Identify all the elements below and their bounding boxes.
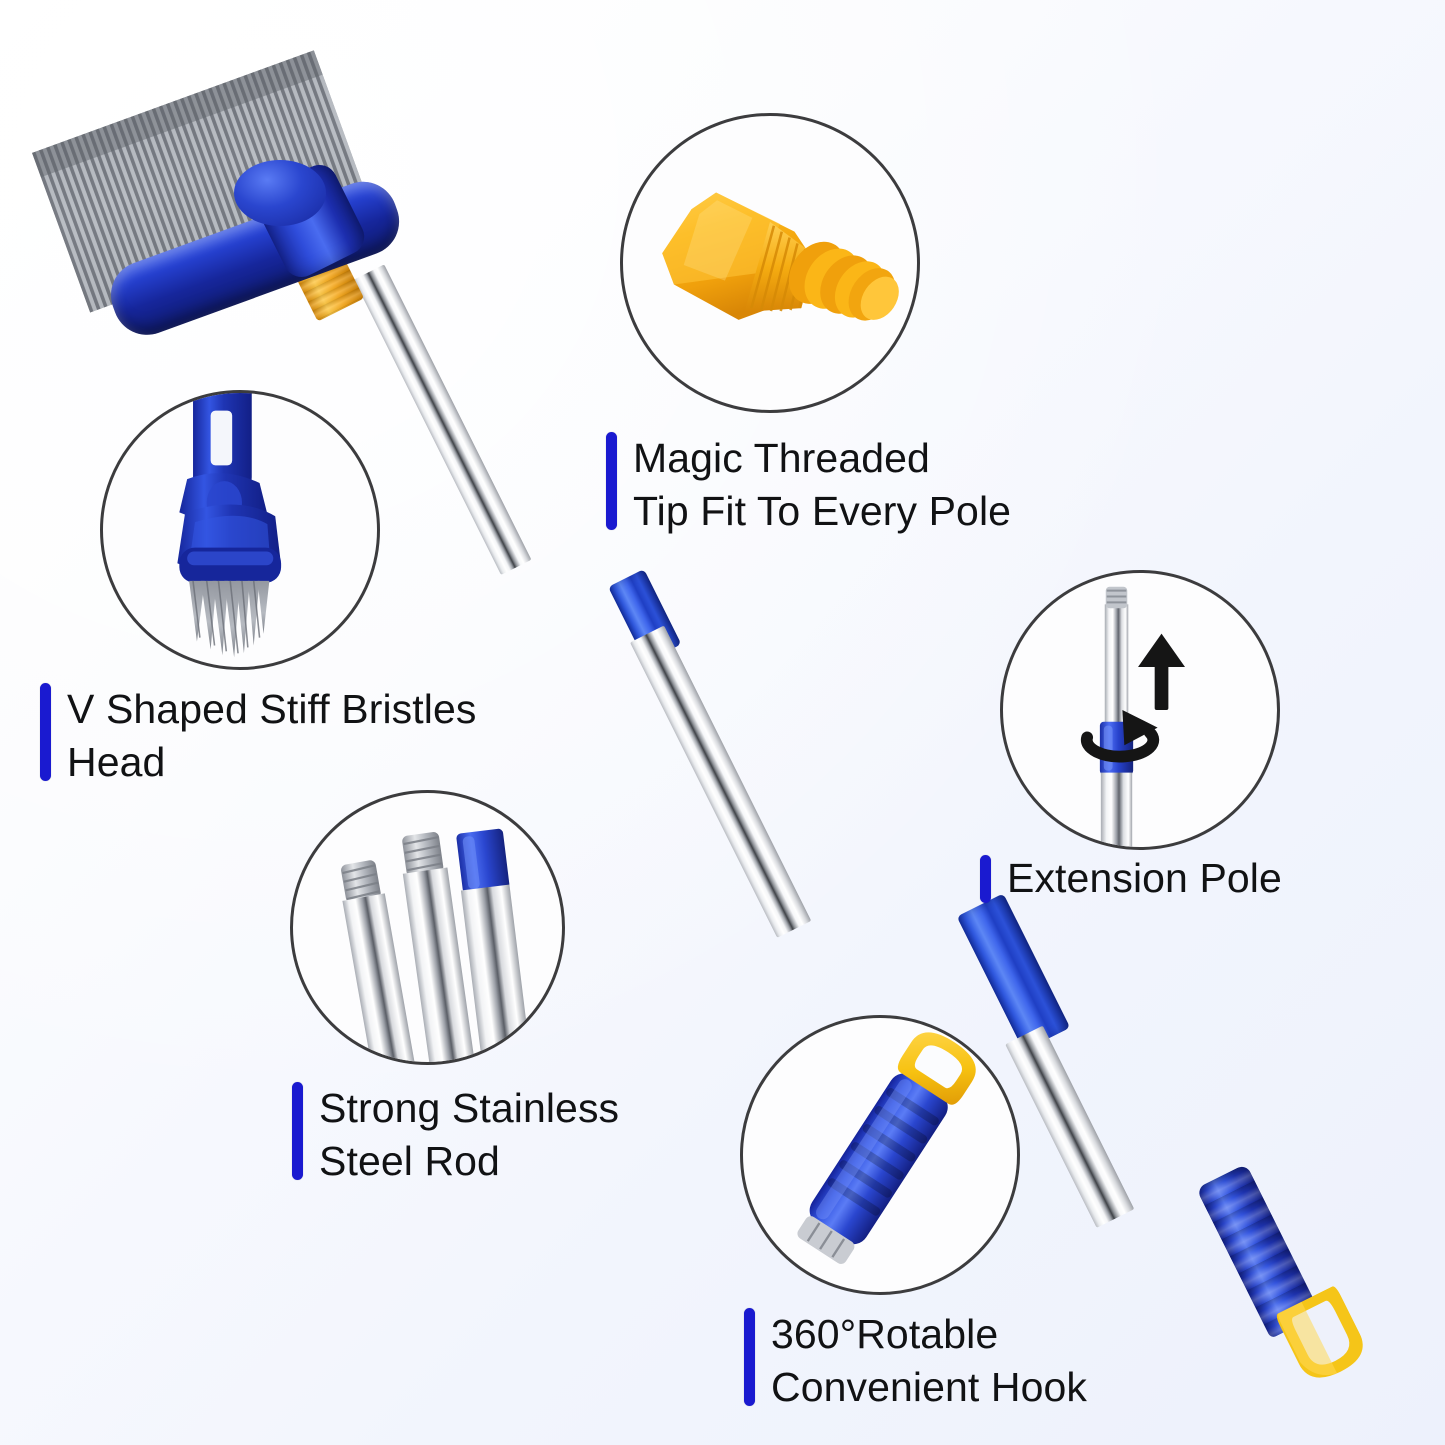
callout-label-magic-threaded-tip: Magic Threaded Tip Fit To Every Pole [606,432,1106,539]
callout-text-magic-threaded-tip: Magic Threaded Tip Fit To Every Pole [633,435,1012,535]
threaded-tip-connector [290,242,365,322]
pole-lower-segment [1005,1025,1135,1228]
callout-text-stainless-steel-rod: Strong Stainless Steel Rod [319,1085,620,1185]
yellow-threaded-tip-adapter-icon [623,116,917,410]
callout-label-rotatable-hook: 360°Rotable Convenient Hook [744,1308,1164,1415]
brush-hub [234,160,326,226]
accent-bar-stainless-steel-rod [292,1082,303,1180]
accent-bar-v-shaped-bristles [40,683,51,781]
callout-circle-magic-threaded-tip [620,113,920,413]
upper-twist-lock-collar [608,569,682,663]
callout-circle-stainless-steel-rod [290,790,565,1065]
accent-bar-extension-pole [980,854,991,903]
steel-rod-segments-icon [293,793,562,1062]
callout-circle-v-shaped-bristles [100,390,380,670]
callout-circle-extension-pole [1000,570,1280,850]
pole-middle-segment [629,625,812,938]
hanging-hook-loop [1275,1285,1372,1389]
pole-upper-segment [353,264,532,575]
callout-circle-rotatable-hook [740,1015,1020,1295]
callout-label-stainless-steel-rod: Strong Stainless Steel Rod [292,1082,712,1189]
grip-with-hook-loop-icon [743,1018,1017,1292]
brush-neck [250,158,371,284]
extension-pole-icon [1003,573,1277,847]
wire-bristles [31,50,372,313]
accent-bar-rotatable-hook [744,1308,755,1406]
brush-head-bar [101,172,409,345]
callout-label-v-shaped-bristles: V Shaped Stiff Bristles Head [40,683,560,790]
callout-label-extension-pole: Extension Pole [980,852,1380,905]
rubber-grip [1195,1163,1322,1339]
callout-text-v-shaped-bristles: V Shaped Stiff Bristles Head [67,686,477,786]
callout-text-extension-pole: Extension Pole [1007,855,1282,901]
blue-brush-head-icon [103,393,377,667]
callout-text-rotatable-hook: 360°Rotable Convenient Hook [771,1311,1088,1411]
accent-bar-magic-threaded-tip [606,432,617,530]
